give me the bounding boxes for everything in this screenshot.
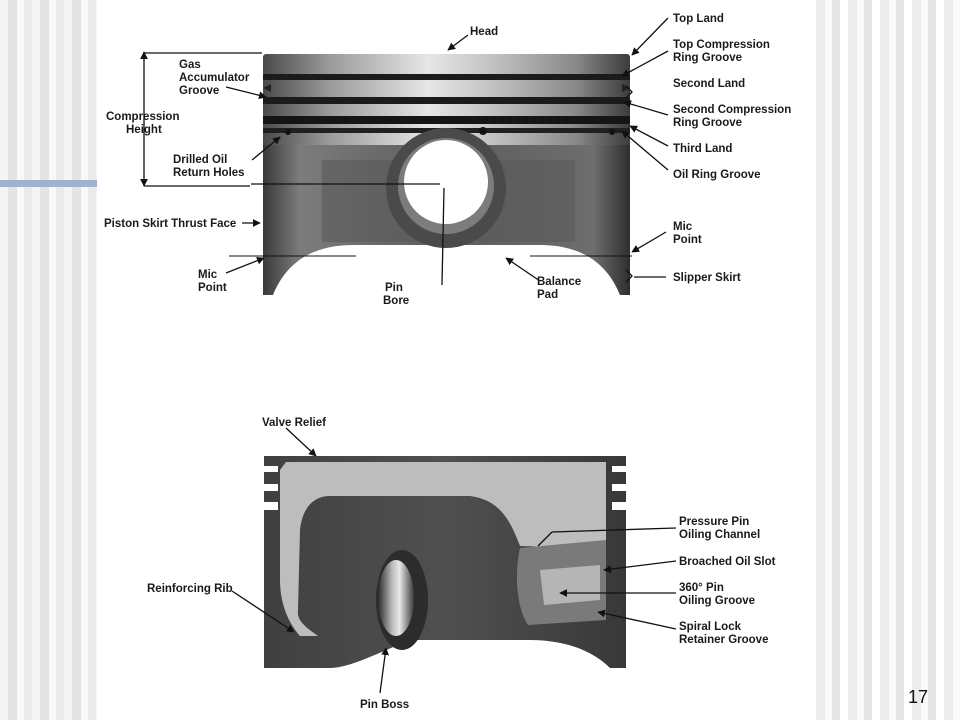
- label-top-compression-ring-groove-1: Top Compression: [673, 39, 770, 51]
- label-gas-accumulator-groove-3: Groove: [179, 85, 219, 97]
- top-labels: Head Top Land Top Compression Ring Groov…: [104, 13, 791, 307]
- label-second-land: Second Land: [673, 78, 745, 90]
- label-drilled-oil-return-holes-1: Drilled Oil: [173, 154, 227, 166]
- slide-number: 17: [907, 687, 928, 707]
- label-piston-skirt-thrust-face: Piston Skirt Thrust Face: [104, 218, 236, 230]
- top-leader-lines: [140, 17, 669, 286]
- label-third-land: Third Land: [673, 143, 732, 155]
- label-compression-height-1: Compression: [106, 111, 180, 123]
- label-gas-accumulator-groove-2: Accumulator: [179, 72, 250, 84]
- bottom-labels: Valve Relief Reinforcing Rib Pin Boss Pr…: [147, 417, 776, 711]
- right-stripe-border: [808, 0, 960, 720]
- left-stripe-border: [0, 0, 97, 720]
- top-piston-illustration: [229, 54, 632, 295]
- label-gas-accumulator-groove-1: Gas: [179, 59, 201, 71]
- label-mic-point-left-2: Point: [198, 282, 227, 294]
- label-pin-boss: Pin Boss: [360, 699, 409, 711]
- bottom-cutaway-illustration: [264, 456, 626, 668]
- label-valve-relief: Valve Relief: [262, 417, 326, 429]
- label-head: Head: [470, 26, 498, 38]
- label-pin-bore-1: Pin: [385, 282, 403, 294]
- label-balance-pad-1: Balance: [537, 276, 581, 288]
- label-oil-ring-groove: Oil Ring Groove: [673, 169, 761, 181]
- piston-diagram: Head Top Land Top Compression Ring Groov…: [104, 13, 791, 711]
- label-broached-oil-slot: Broached Oil Slot: [679, 556, 776, 568]
- label-spiral-lock-retainer-groove-2: Retainer Groove: [679, 634, 768, 646]
- label-second-compression-ring-groove-2: Ring Groove: [673, 117, 742, 129]
- label-mic-point-left-1: Mic: [198, 269, 218, 281]
- accent-bar: [0, 180, 97, 187]
- label-drilled-oil-return-holes-2: Return Holes: [173, 167, 245, 179]
- label-pin-oiling-groove-1: 360° Pin: [679, 582, 724, 594]
- label-pin-bore-2: Bore: [383, 295, 409, 307]
- label-pressure-pin-oiling-channel-2: Oiling Channel: [679, 529, 760, 541]
- piston-figure: Head Top Land Top Compression Ring Groov…: [97, 0, 808, 720]
- label-mic-point-right-2: Point: [673, 234, 702, 246]
- label-top-compression-ring-groove-2: Ring Groove: [673, 52, 742, 64]
- label-second-compression-ring-groove-1: Second Compression: [673, 104, 791, 116]
- label-pressure-pin-oiling-channel-1: Pressure Pin: [679, 516, 749, 528]
- label-mic-point-right-1: Mic: [673, 221, 693, 233]
- bottom-leader-lines: [231, 427, 677, 694]
- label-spiral-lock-retainer-groove-1: Spiral Lock: [679, 621, 742, 633]
- label-compression-height-2: Height: [126, 124, 162, 136]
- label-pin-oiling-groove-2: Oiling Groove: [679, 595, 755, 607]
- label-balance-pad-2: Pad: [537, 289, 558, 301]
- label-slipper-skirt: Slipper Skirt: [673, 272, 741, 284]
- label-top-land: Top Land: [673, 13, 724, 25]
- label-reinforcing-rib: Reinforcing Rib: [147, 583, 233, 595]
